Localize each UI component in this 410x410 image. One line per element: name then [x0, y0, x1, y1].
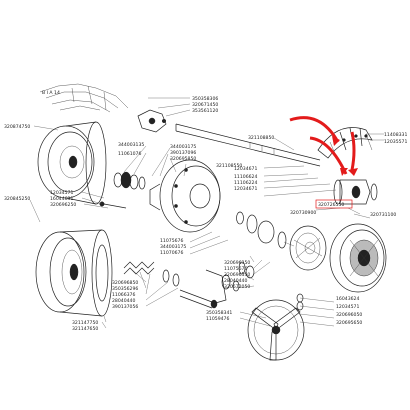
label-320696350: 320696350 — [224, 260, 250, 266]
label-320695650: 320695650 — [336, 320, 362, 326]
label-12034671-a: 12034671 — [234, 166, 257, 172]
label-320696850: 320696850 — [112, 280, 138, 286]
label-390137056: 390137056 — [112, 304, 138, 310]
label-16043624: 16043624 — [336, 296, 359, 302]
part-labels: 350358306 320671450 353561120 320874750 … — [4, 96, 407, 332]
label-320845250: 320845250 — [4, 196, 30, 202]
label-16044631: 16044631 — [50, 196, 73, 202]
label-321147650: 321147650 — [72, 326, 98, 332]
label-344003135: 344003135 — [118, 142, 144, 148]
label-320696050: 320696050 — [336, 312, 362, 318]
leader-lines — [29, 97, 384, 329]
label-12034571-b: 12034571 — [336, 304, 359, 310]
label-28040440-b: 28040440 — [112, 298, 135, 304]
axle-shaft — [175, 123, 321, 167]
label-11075676: 11075676 — [160, 238, 183, 244]
label-12035571: 12035571 — [384, 139, 407, 145]
bolt-left — [99, 201, 127, 209]
brake-drum-front — [37, 121, 107, 205]
label-353561120: 353561120 — [192, 108, 218, 114]
spider-flange — [247, 293, 305, 361]
brake-drum-rear — [329, 223, 387, 293]
label-390137096: 390137096 — [170, 150, 196, 156]
label-321147750: 321147750 — [72, 320, 98, 326]
label-11070676: 11070676 — [160, 250, 183, 256]
brake-drum-left-lower — [35, 229, 113, 317]
ring-stack — [236, 211, 287, 249]
label-320672050: 320672050 — [224, 284, 250, 290]
bearing-set-left — [113, 171, 146, 190]
label-350358341: 350358341 — [206, 310, 232, 316]
label-11066376: 11066376 — [112, 292, 135, 298]
brake-shoe — [317, 127, 373, 159]
label-320695850: 320695850 — [170, 156, 196, 162]
label-320874750: 320874750 — [4, 124, 30, 130]
friction-disc — [289, 225, 327, 271]
label-320731100: 320731100 — [370, 212, 396, 218]
label-320726550: 320726550 — [318, 202, 344, 208]
label-321108550: 321108550 — [216, 163, 242, 169]
label-321108850: 321108850 — [248, 135, 274, 141]
label-350358306: 350358306 — [192, 96, 218, 102]
label-11408331: 11408331 — [384, 132, 407, 138]
label-320696550: 320696550 — [224, 272, 250, 278]
vehicle-sketch — [39, 83, 129, 113]
label-11106624: 11106624 — [234, 174, 257, 180]
highlight-arrows — [289, 116, 358, 176]
label-11059476: 11059476 — [206, 316, 229, 322]
hub-carrier — [149, 159, 221, 233]
drive-shaft-lower — [205, 261, 255, 305]
label-350356296: 350356296 — [112, 286, 138, 292]
label-320671450: 320671450 — [192, 102, 218, 108]
label-12034571: 12034571 — [50, 190, 73, 196]
hub-flange-right — [333, 179, 378, 205]
spring-pin-set — [123, 261, 218, 309]
label-12034671-b: 12034671 — [234, 186, 257, 192]
flange-top — [137, 109, 167, 133]
highlight-box — [315, 199, 353, 209]
label-11075676-b: 11075676 — [224, 266, 247, 272]
label-11106224: 11106224 — [234, 180, 257, 186]
label-28040440: 28040440 — [224, 278, 247, 284]
label-344003175-b: 344003175 — [160, 244, 186, 250]
label-344003175: 344003175 — [170, 144, 196, 150]
label-320696250: 320696250 — [50, 202, 76, 208]
label-320730900: 320730900 — [290, 210, 316, 216]
label-11061076: 11061076 — [118, 151, 141, 157]
sketch-caption: B I A 14 — [42, 90, 60, 96]
